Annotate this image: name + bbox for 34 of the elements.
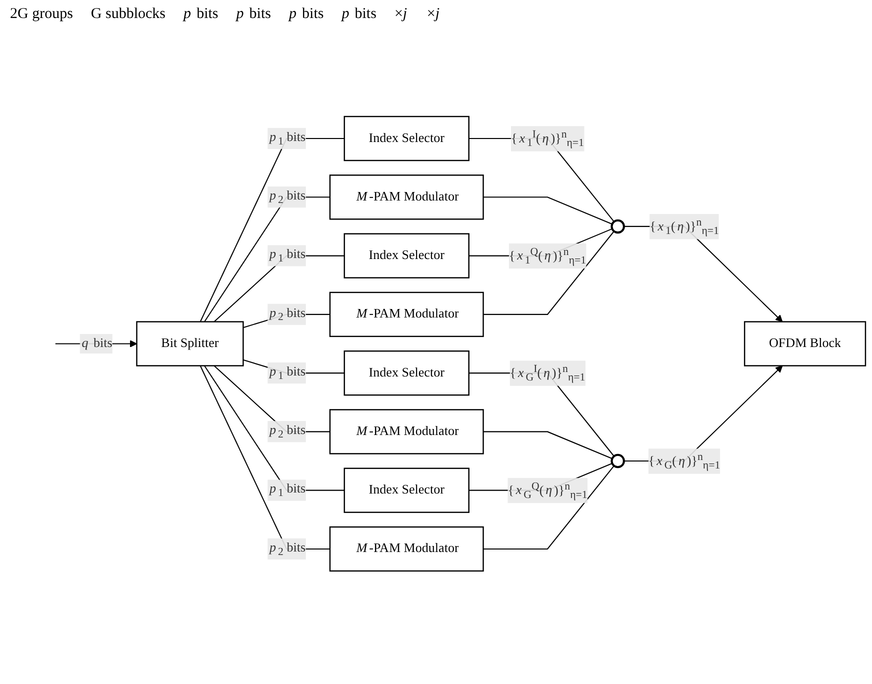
node-box: OFDM Block bbox=[744, 321, 866, 367]
node-box: Index Selector bbox=[344, 116, 470, 162]
node-box: M-PAM Modulator bbox=[329, 174, 484, 220]
node-box: Index Selector bbox=[344, 233, 470, 279]
connector bbox=[483, 196, 612, 225]
annotation-label: p bits bbox=[236, 6, 271, 23]
annotation-label: ×j bbox=[394, 6, 408, 23]
edge-label: p$_{1}$ bits bbox=[270, 482, 306, 499]
annotation-label: p bits bbox=[342, 6, 376, 23]
edge-label: p$_{1}$ bits bbox=[270, 248, 306, 264]
connector bbox=[483, 466, 614, 550]
node-box: Bit Splitter bbox=[136, 321, 244, 367]
edge-label: q bits bbox=[82, 336, 112, 351]
edge-label: p$_{1}$ bits bbox=[270, 130, 306, 147]
annotation-label: G subblocks bbox=[90, 6, 166, 23]
edge-label: p$_{2}$ bits bbox=[270, 541, 306, 558]
node-circle bbox=[610, 220, 625, 234]
node-box: M-PAM Modulator bbox=[329, 292, 484, 338]
node-circle bbox=[610, 454, 625, 468]
annotation-label: ×j bbox=[426, 6, 441, 23]
edge-label: p$_{2}$ bits bbox=[270, 306, 306, 323]
node-box: M-PAM Modulator bbox=[329, 526, 484, 572]
connector bbox=[483, 231, 614, 316]
connector bbox=[483, 431, 612, 460]
annotation-label: p bits bbox=[288, 6, 324, 23]
edge-label: p$_{1}$ bits bbox=[270, 365, 306, 382]
annotation-label: 2G groups bbox=[10, 6, 73, 23]
edge-label: p$_{2}$ bits bbox=[270, 424, 306, 440]
node-box: M-PAM Modulator bbox=[329, 409, 484, 455]
connector bbox=[204, 196, 330, 322]
node-box: Index Selector bbox=[344, 350, 470, 396]
edge-label: p$_{2}$ bits bbox=[270, 189, 306, 206]
annotation-label: p bits bbox=[184, 6, 218, 23]
node-box: Index Selector bbox=[344, 468, 470, 514]
